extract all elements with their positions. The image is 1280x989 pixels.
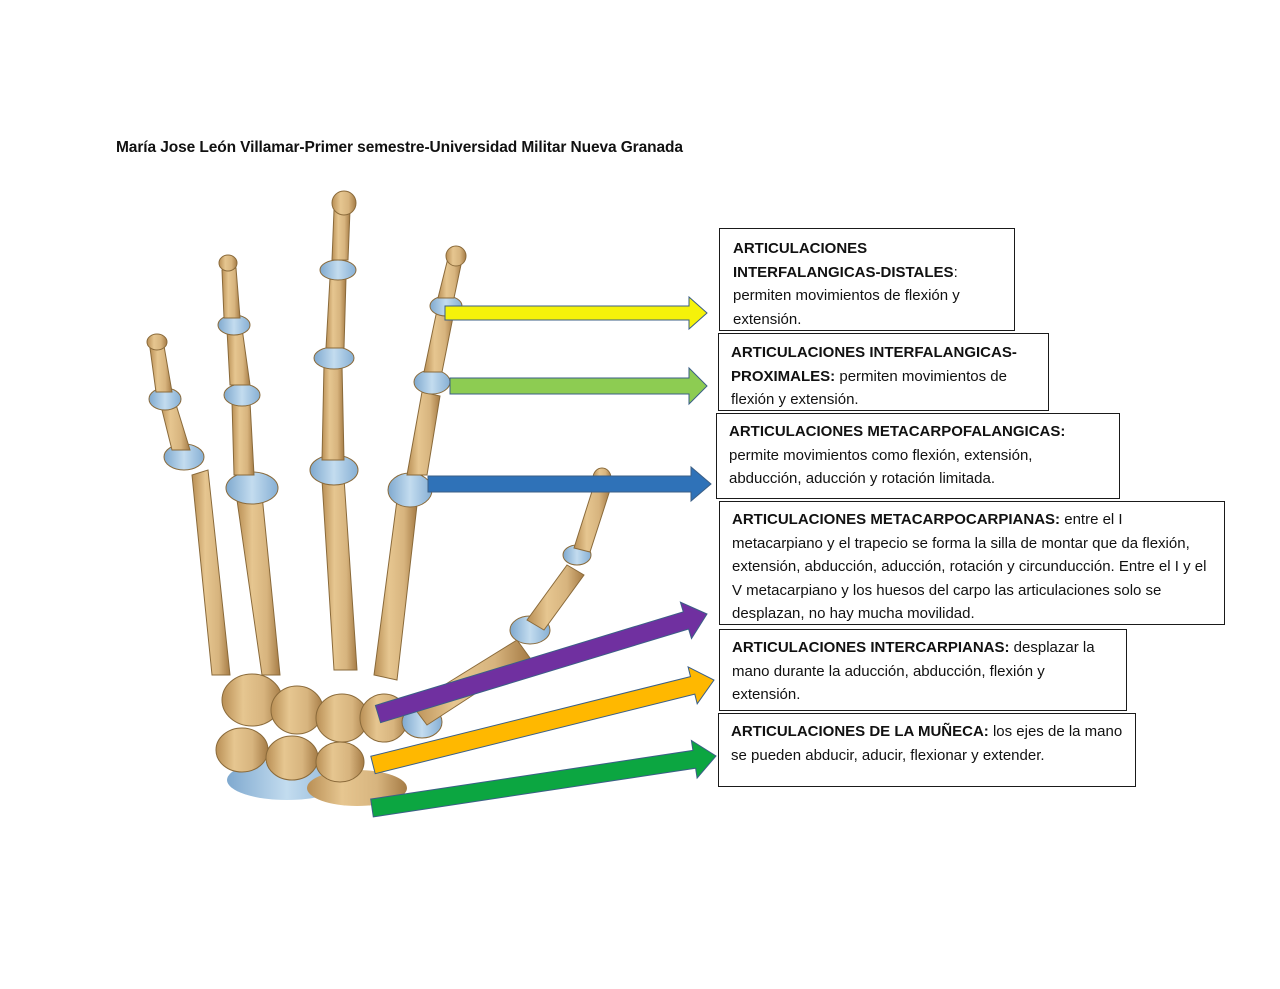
hand-skeleton-illustration — [146, 190, 612, 806]
label-interfalangicas-proximales: ARTICULACIONES INTERFALANGICAS-PROXIMALE… — [718, 333, 1049, 411]
label-body: desplazar la mano durante la aducción, a… — [732, 639, 1095, 703]
label-metacarpofalangicas: ARTICULACIONES METACARPOFALANGICAS: perm… — [716, 413, 1120, 499]
label-heading: ARTICULACIONES METACARPOFALANGICAS: — [729, 423, 1066, 440]
finger-ring — [217, 254, 281, 676]
label-body: entre el I metacarpiano y el trapecio se… — [732, 511, 1207, 622]
label-heading: ARTICULACIONES INTERFALANGICAS-PROXIMALE… — [731, 344, 1017, 385]
label-muneca: ARTICULACIONES DE LA MUÑECA: los ejes de… — [718, 713, 1136, 787]
label-interfalangicas-distales: ARTICULACIONES INTERFALANGICAS-DISTALES:… — [719, 228, 1015, 331]
label-body: permiten movimientos de flexión y extens… — [731, 367, 1007, 409]
carpal-bones — [215, 673, 443, 783]
label-heading: ARTICULACIONES DE LA MUÑECA: — [731, 723, 989, 740]
finger-index — [373, 245, 467, 681]
label-heading: ARTICULACIONES METACARPOCARPIANAS: — [732, 511, 1061, 528]
label-metacarpocarpianas: ARTICULACIONES METACARPOCARPIANAS: entre… — [719, 501, 1225, 625]
label-heading: ARTICULACIONES INTERFALANGICAS-DISTALES — [733, 240, 954, 281]
label-body: permite movimientos como flexión, extens… — [729, 446, 1033, 488]
finger-thumb — [411, 467, 612, 726]
finger-middle — [309, 190, 359, 671]
label-body: los ejes de la mano se pueden abducir, a… — [731, 723, 1123, 764]
finger-pinky — [146, 333, 231, 676]
label-body: : permiten movimientos de flexión y exte… — [733, 263, 960, 328]
label-intercarpianas: ARTICULACIONES INTERCARPIANAS: desplazar… — [719, 629, 1127, 711]
page-title: María Jose León Villamar-Primer semestre… — [116, 139, 683, 156]
label-heading: ARTICULACIONES INTERCARPIANAS: — [732, 639, 1010, 656]
